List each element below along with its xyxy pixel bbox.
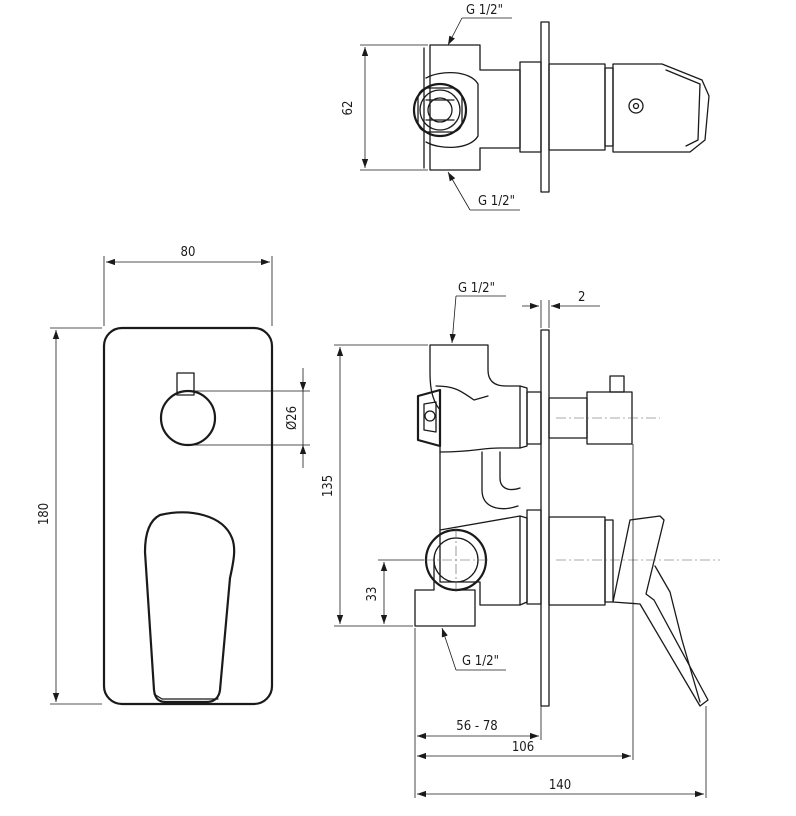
- depth-to-knob-label: 106: [512, 740, 534, 755]
- outlet-height-label: 33: [365, 587, 380, 602]
- plate-height-label: 180: [37, 503, 52, 525]
- top-thread-label-1: G 1/2": [466, 3, 503, 18]
- top-thread-label-2: G 1/2": [478, 194, 515, 209]
- plate-width-label: 80: [181, 245, 196, 260]
- front-view: 80 180 Ø26: [37, 245, 310, 706]
- body-height-label: 135: [321, 475, 336, 497]
- side-view: 2 G 1/2" 135 33 G 1/2" 56 - 78 106 140: [321, 281, 720, 798]
- knob-diameter-label: Ø26: [285, 406, 300, 430]
- side-thread-top-label: G 1/2": [458, 281, 495, 296]
- plate-thickness-label: 2: [578, 290, 585, 305]
- top-view: 62 G 1/2" G 1/2": [341, 3, 710, 211]
- install-depth-label: 56 - 78: [456, 719, 497, 734]
- total-depth-label: 140: [549, 778, 571, 793]
- top-height-label: 62: [341, 101, 356, 116]
- side-thread-bottom-label: G 1/2": [462, 654, 499, 669]
